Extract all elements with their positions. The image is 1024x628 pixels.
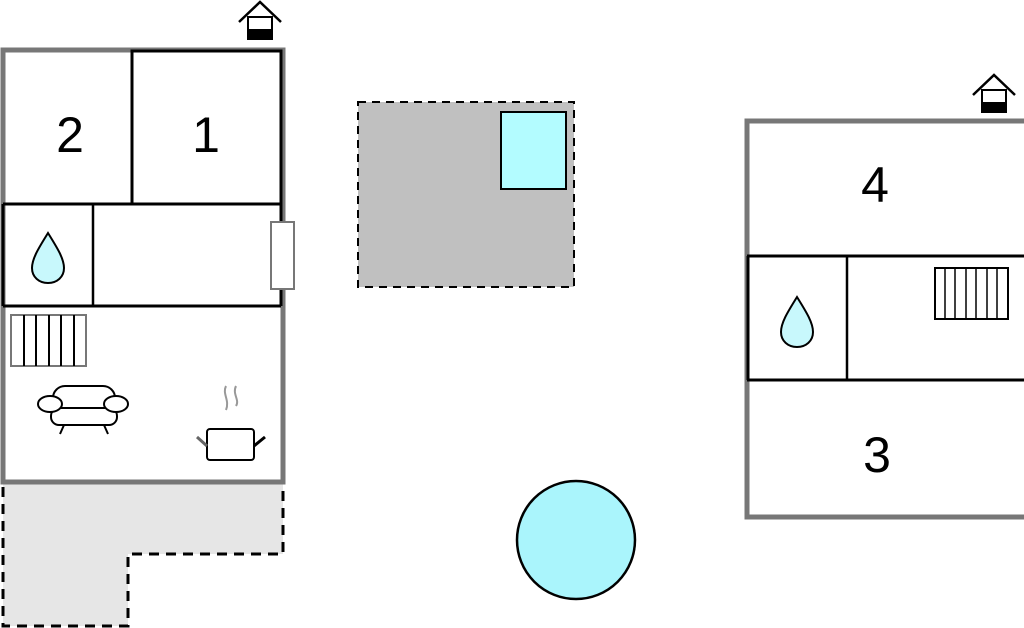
pool [500,111,567,190]
terrace [1,480,285,628]
house-entrance-icon [971,73,1017,114]
pool-area [357,101,575,288]
radiator-icon [934,267,1009,320]
cooking-pot-icon [195,385,266,461]
round-pool [515,479,637,601]
house-entrance-icon [237,0,283,41]
room-3-label: 3 [863,427,891,483]
room-1-label: 1 [192,107,220,163]
radiator-icon [10,314,87,367]
room-2-label: 2 [56,107,84,163]
right-building: 4 3 [744,73,1024,520]
window-icon [270,221,295,290]
left-building: 2 1 [0,0,295,485]
room-4-label: 4 [861,157,889,213]
sofa-icon [37,385,129,435]
